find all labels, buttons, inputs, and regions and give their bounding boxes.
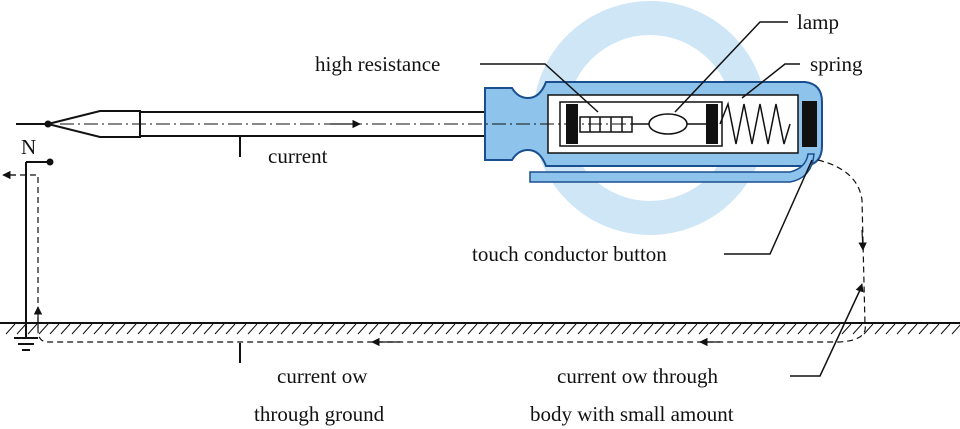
current-return-path bbox=[8, 159, 866, 343]
label-current-body-1: current ow through bbox=[557, 364, 718, 388]
leader-touch-button bbox=[724, 159, 813, 255]
pocket-clip bbox=[529, 153, 815, 183]
lamp-contact bbox=[706, 104, 718, 144]
neon-lamp bbox=[632, 113, 706, 135]
touch-conductor-button bbox=[802, 101, 817, 147]
label-current-ground-1: current ow bbox=[277, 364, 368, 388]
label-lamp: lamp bbox=[797, 10, 839, 34]
label-high-resistance: high resistance bbox=[315, 52, 440, 76]
label-current-body-2: body with small amount bbox=[530, 402, 734, 426]
label-touch-conductor-button: touch conductor button bbox=[472, 242, 667, 266]
label-neutral: N bbox=[21, 135, 36, 159]
label-spring: spring bbox=[810, 52, 863, 76]
label-current-ground-2: through ground bbox=[254, 402, 385, 426]
leader-spring bbox=[741, 63, 800, 99]
label-current: current bbox=[268, 144, 328, 168]
leader-body-current bbox=[790, 289, 861, 377]
leader-high-resistance bbox=[480, 63, 599, 113]
neutral-terminal bbox=[14, 120, 54, 351]
leader-lamp bbox=[674, 21, 788, 113]
spring-coil bbox=[719, 101, 791, 145]
ground bbox=[0, 322, 960, 335]
